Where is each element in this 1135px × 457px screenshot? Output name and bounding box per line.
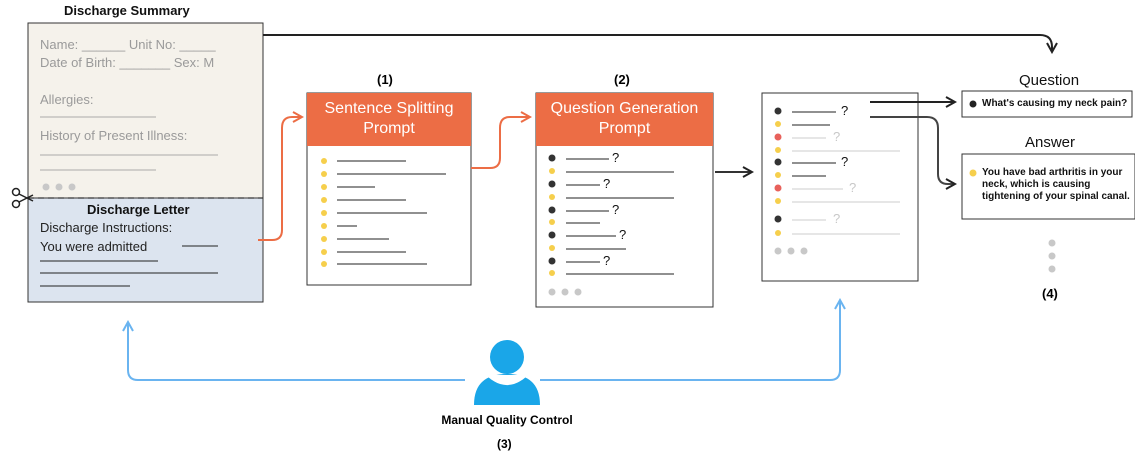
step2-title: Question Generation Prompt xyxy=(536,99,713,139)
answer-box xyxy=(961,153,1135,220)
summary-history: History of Present Illness: xyxy=(40,128,188,143)
letter-to-step1-arrow xyxy=(258,117,302,241)
answer-line2: neck, which is causing xyxy=(982,179,1091,190)
qmark: ? xyxy=(603,176,611,191)
review-questions xyxy=(774,107,900,255)
qmark: ? xyxy=(841,103,849,118)
answer-line3: tightening of your spinal canal. xyxy=(982,191,1130,202)
answer-text: You have bad arthritis in your neck, whi… xyxy=(982,167,1130,203)
step2-title-line2: Prompt xyxy=(598,120,651,137)
step4-number: (4) xyxy=(1042,286,1058,301)
step2-questions xyxy=(548,154,674,296)
scissors-icon xyxy=(11,187,34,209)
summary-allergies: Allergies: xyxy=(40,92,94,107)
letter-admitted: You were admitted xyxy=(40,239,148,254)
step1-sentences xyxy=(321,158,446,267)
question-box xyxy=(961,90,1133,118)
step2-number: (2) xyxy=(614,72,630,87)
review-to-answer-arrow xyxy=(870,116,955,184)
qc-label: Manual Quality Control xyxy=(441,413,573,427)
qmark-rejected: ? xyxy=(833,129,841,144)
qc-to-review-arrow xyxy=(540,300,840,381)
step1-number: (1) xyxy=(377,72,393,87)
step1-to-step2-arrow xyxy=(471,117,530,169)
qmark: ? xyxy=(612,150,620,165)
step1-title: Sentence Splitting Prompt xyxy=(307,99,471,139)
step2-title-line1: Question Generation xyxy=(550,100,699,117)
step1-title-line2: Prompt xyxy=(363,120,415,137)
qc-to-letter-arrow xyxy=(128,322,465,381)
letter-title: Discharge Letter xyxy=(87,202,190,217)
summary-title: Discharge Summary xyxy=(64,3,190,18)
qmark-rejected: ? xyxy=(849,180,857,195)
answer-header: Answer xyxy=(1025,134,1076,151)
qmark: ? xyxy=(603,253,611,268)
summary-dob-line: Date of Birth: _______ Sex: M xyxy=(40,55,215,70)
qmark: ? xyxy=(612,202,620,217)
letter-box xyxy=(27,197,264,303)
answer-line1: You have bad arthritis in your xyxy=(982,167,1123,178)
qmark: ? xyxy=(841,154,849,169)
step1-title-line1: Sentence Splitting xyxy=(324,100,454,117)
summary-name-line: Name: ______ Unit No: _____ xyxy=(40,37,216,52)
person-icon xyxy=(474,340,540,405)
qmark: ? xyxy=(619,227,627,242)
review-box xyxy=(761,92,919,282)
question-header: Question xyxy=(1019,72,1080,89)
qmark-rejected: ? xyxy=(833,211,841,226)
step3-number: (3) xyxy=(497,437,512,451)
summary-box xyxy=(27,22,264,199)
summary-to-question-arrow xyxy=(263,34,1052,52)
question-text: What's causing my neck pain? xyxy=(982,98,1128,109)
letter-instructions: Discharge Instructions: xyxy=(40,220,173,235)
